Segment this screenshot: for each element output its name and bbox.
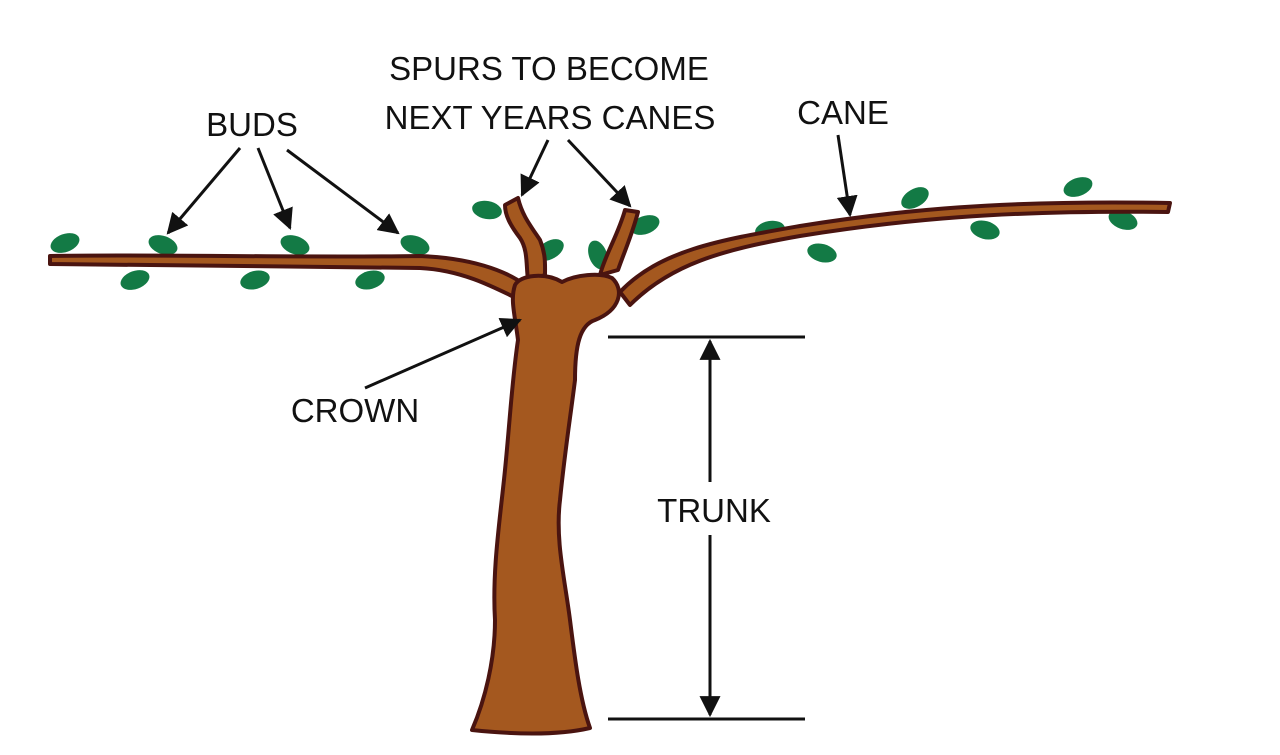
left-spur [503,196,548,282]
crown-label: CROWN [290,392,420,429]
bud-leaf [240,270,270,290]
spurs-label-line1: SPURS TO BECOME [389,50,709,87]
right-cane [618,200,1172,307]
bud-leaf [355,270,385,290]
bud-leaf [50,233,80,253]
pointer-lines [166,134,858,721]
bud-leaf [901,187,929,209]
bud-leaf [472,200,502,220]
buds-label: BUDS [206,106,298,143]
trunk-label: TRUNK [657,492,771,529]
bud-leaf [807,243,837,263]
cane-label: CANE [797,94,889,131]
right-spur [598,208,640,277]
bud-leaf [1108,210,1138,230]
bud-leaf [400,235,430,255]
bud-leaf [970,220,1000,240]
bud-leaf [280,235,310,255]
bud-leaf [120,270,150,290]
left-cane [48,253,527,302]
trunk [470,272,621,736]
spurs-label-line2: NEXT YEARS CANES [384,99,716,136]
bud-leaf [148,235,178,255]
bud-leaf [1063,177,1093,197]
